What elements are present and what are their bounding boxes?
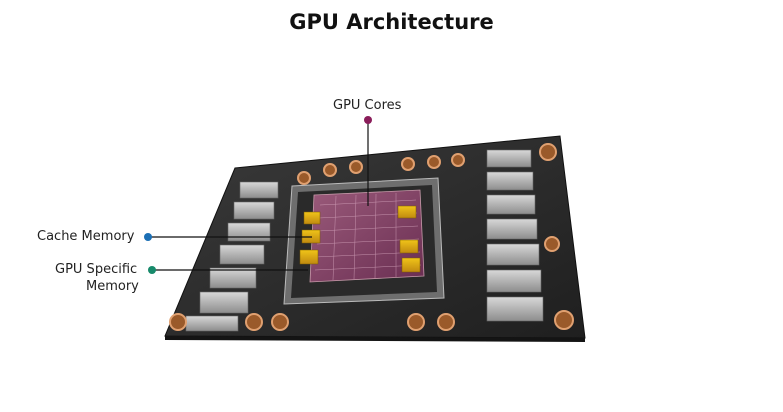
- gpu-cores-label: GPU Cores: [333, 98, 402, 113]
- gpu-specific-memory-dot: [148, 266, 156, 274]
- cache-memory-dot: [144, 233, 152, 241]
- left-memory-modules: [185, 181, 279, 332]
- gpu-cores-dot: [364, 116, 372, 124]
- gpu-specific-memory-label-line2: Memory: [86, 279, 139, 294]
- gold-memory-stacks: [299, 205, 421, 273]
- cache-memory-label: Cache Memory: [37, 229, 135, 244]
- gpu-specific-memory-label-line1: GPU Specific: [55, 262, 138, 277]
- right-memory-modules: [486, 149, 544, 322]
- capacitors: [169, 143, 574, 331]
- pcb-board-edge: [165, 336, 585, 342]
- page-title: GPU Architecture: [289, 10, 494, 34]
